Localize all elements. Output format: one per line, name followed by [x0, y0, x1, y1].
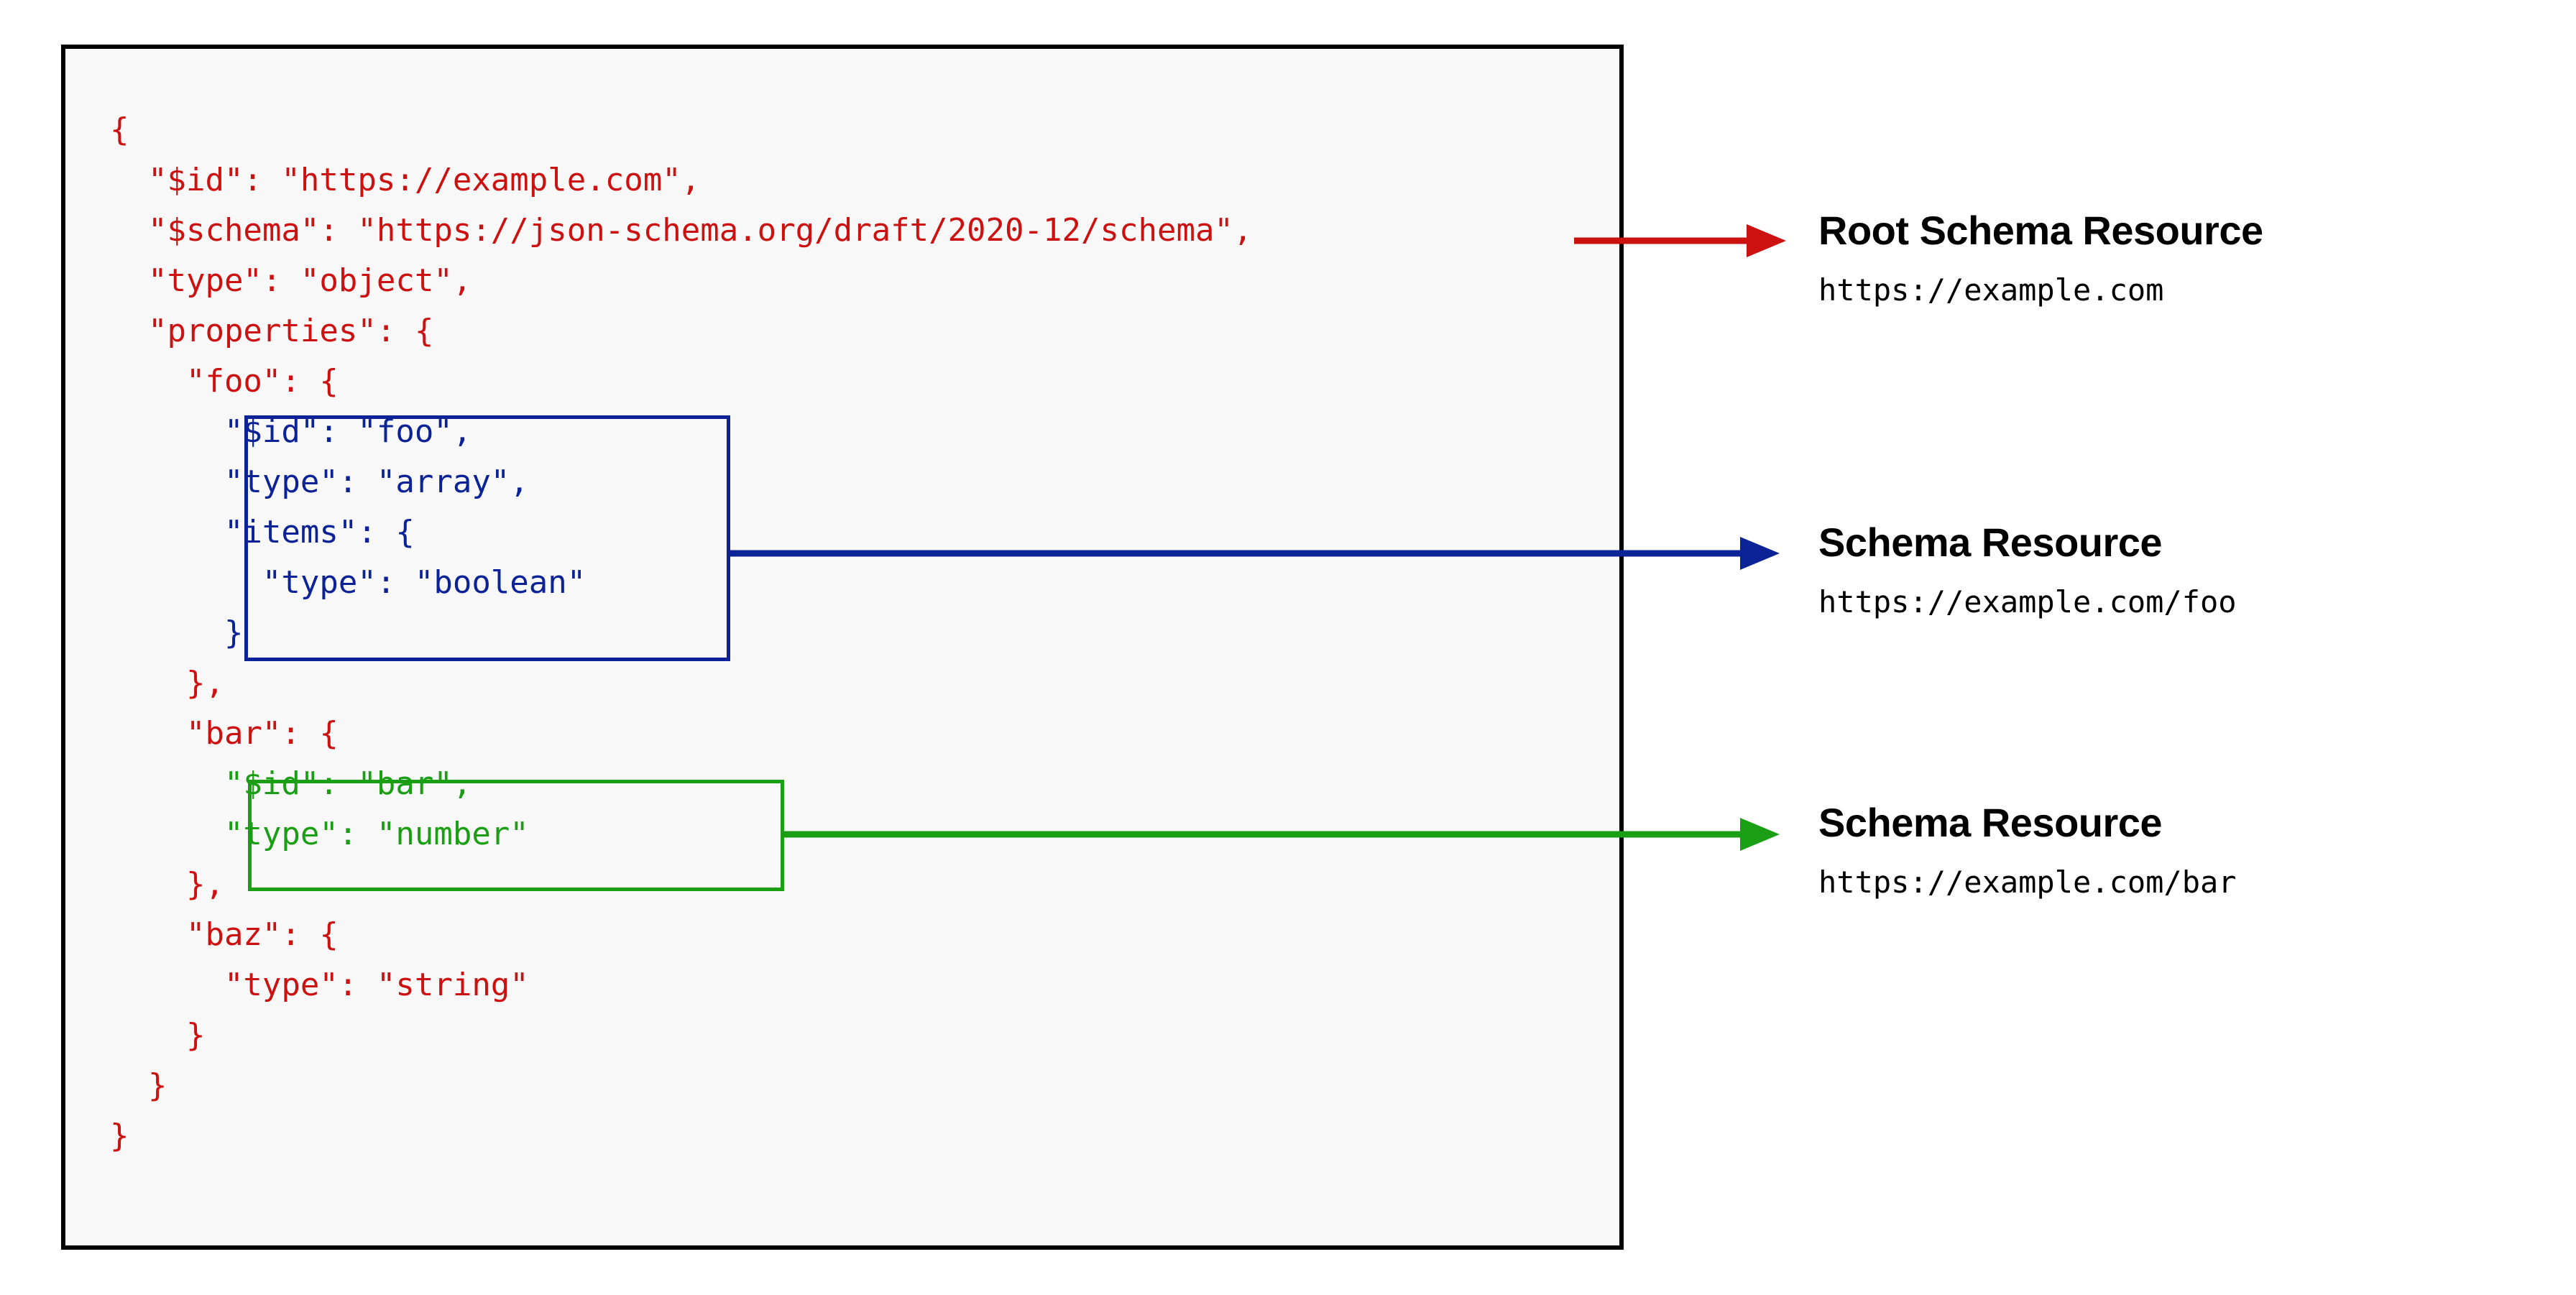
code-line: {: [110, 111, 129, 148]
annotation-title: Schema Resource: [1818, 520, 2163, 565]
code-line: "type": "string": [110, 967, 529, 1003]
foo-schema-annotation: Schema Resource https://example.com/foo: [1818, 519, 2237, 619]
annotation-uri: https://example.com/bar: [1818, 865, 2237, 900]
code-line: "$id": "bar",: [110, 765, 472, 802]
root-schema-annotation: Root Schema Resource https://example.com: [1818, 207, 2263, 308]
code-line: }: [110, 614, 244, 651]
code-line: "bar": {: [110, 715, 339, 752]
annotation-uri: https://example.com: [1818, 272, 2164, 308]
code-line: "$schema": "https://json-schema.org/draf…: [110, 212, 1253, 249]
code-line: "foo": {: [110, 363, 339, 400]
code-line: "type": "array",: [110, 464, 529, 500]
code-line: "baz": {: [110, 916, 339, 953]
annotation-uri: https://example.com/foo: [1818, 584, 2237, 619]
code-line: }: [110, 1117, 129, 1154]
code-panel: { "$id": "https://example.com", "$schema…: [61, 45, 1624, 1250]
annotation-title: Root Schema Resource: [1818, 208, 2263, 253]
bar-schema-annotation: Schema Resource https://example.com/bar: [1818, 799, 2237, 900]
code-line: "type": "boolean": [110, 564, 586, 601]
code-line: },: [110, 866, 224, 903]
annotation-title: Schema Resource: [1818, 800, 2163, 845]
code-line: "properties": {: [110, 313, 434, 349]
code-line: "$id": "foo",: [110, 413, 472, 450]
code-line: }: [110, 1017, 206, 1054]
json-schema-code: { "$id": "https://example.com", "$schema…: [110, 105, 1252, 1161]
code-line: "items": {: [110, 514, 415, 550]
code-line: },: [110, 665, 224, 701]
code-line: }: [110, 1067, 167, 1104]
code-line: "type": "object",: [110, 262, 472, 299]
code-line: "$id": "https://example.com",: [110, 162, 701, 198]
code-line: "type": "number": [110, 816, 529, 852]
